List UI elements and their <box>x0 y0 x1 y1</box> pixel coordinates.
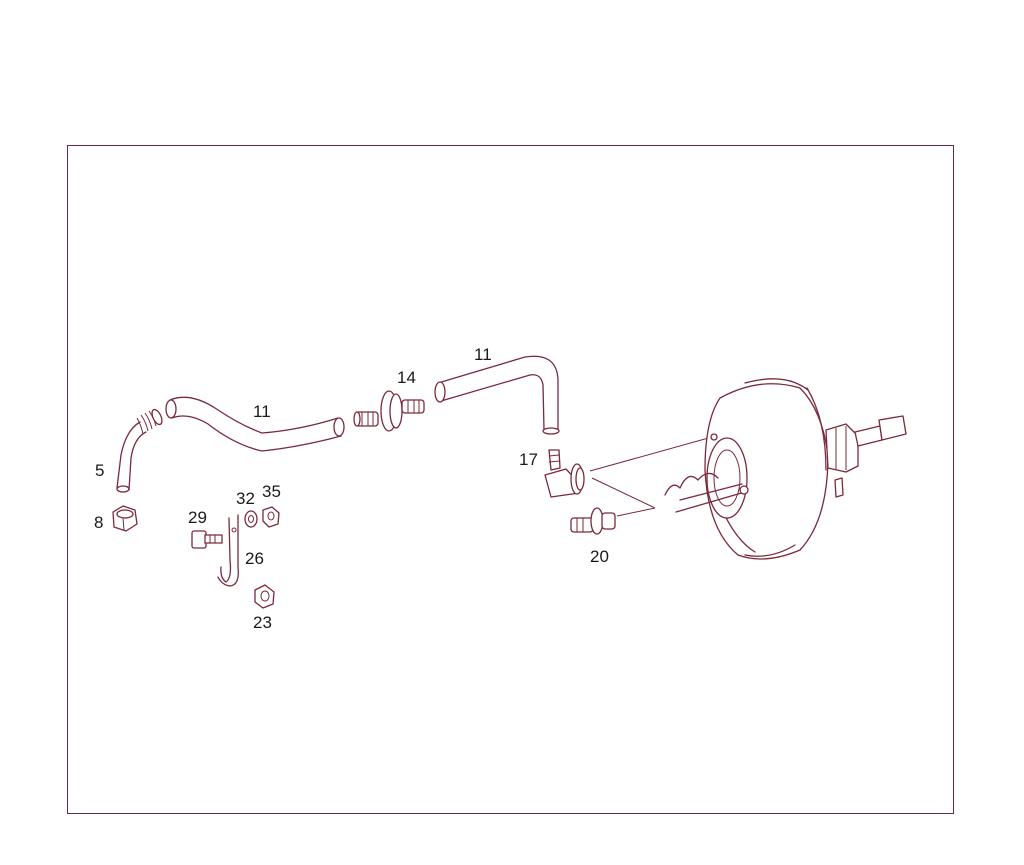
part-11-hose-left <box>165 396 345 452</box>
leader-lines <box>589 436 713 517</box>
part-23-grommet <box>254 584 275 609</box>
callout-26: 26 <box>245 549 264 568</box>
callout-11-right: 11 <box>474 345 492 364</box>
part-8-nut <box>112 505 138 532</box>
part-29-bolt <box>191 530 223 549</box>
callout-8: 8 <box>94 513 104 532</box>
part-35-small-nut <box>262 506 280 528</box>
callout-20: 20 <box>590 547 609 566</box>
part-5-pipe <box>116 408 163 493</box>
part-17-elbow-fitting <box>544 449 585 498</box>
callout-32: 32 <box>236 489 255 508</box>
callout-23: 23 <box>253 613 272 632</box>
callout-5: 5 <box>95 461 105 480</box>
part-20-connector <box>570 507 616 535</box>
part-32-washer <box>244 510 258 528</box>
callout-35: 35 <box>262 482 281 501</box>
callout-11-left: 11 <box>253 402 271 421</box>
diagram-frame <box>67 145 954 814</box>
callout-17: 17 <box>519 450 538 469</box>
part-14-check-valve <box>353 390 425 432</box>
part-26-clamp <box>217 514 239 587</box>
brake-booster <box>664 378 907 560</box>
part-11-hose-right <box>434 355 560 435</box>
callout-29: 29 <box>188 508 207 527</box>
callout-14: 14 <box>397 368 416 387</box>
